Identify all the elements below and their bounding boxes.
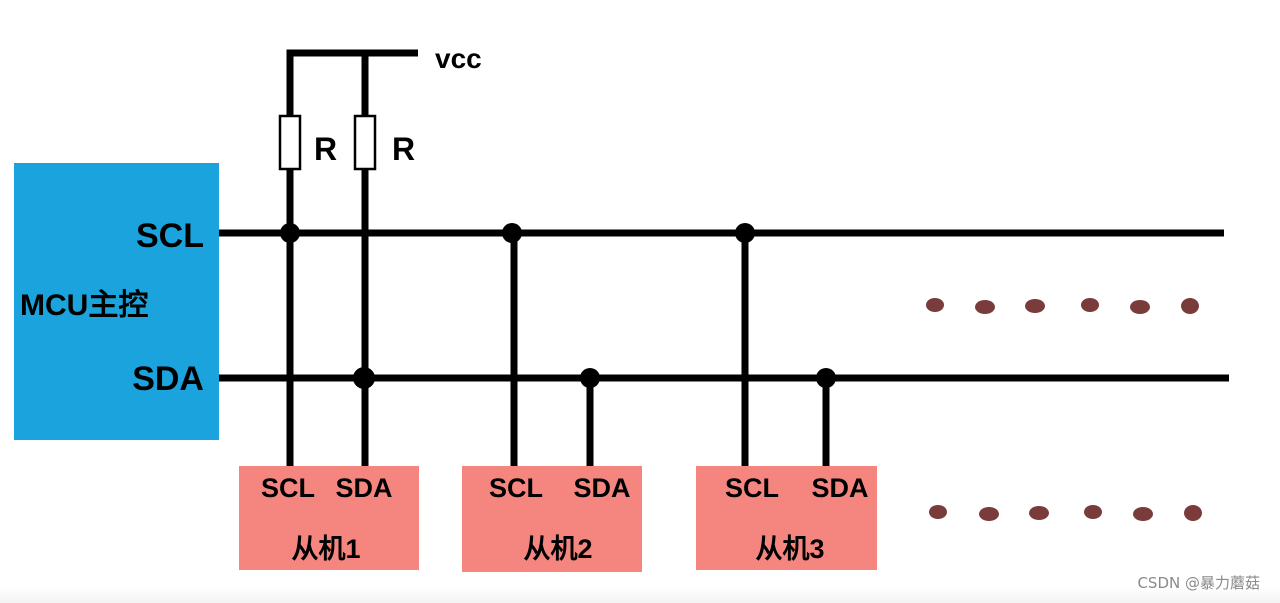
junction-node-sda-3 <box>816 368 836 388</box>
junction-node-scl-2 <box>502 223 522 243</box>
ellipsis-upper <box>926 298 1199 314</box>
slave-2-name: 从机2 <box>523 534 592 564</box>
mcu-block <box>14 163 219 440</box>
slave-2-scl-pin: SCL <box>489 473 543 503</box>
ellipsis-dot <box>1025 299 1045 313</box>
ellipsis-dot <box>1181 298 1199 314</box>
watermark-text: CSDN @暴力蘑菇 <box>1137 574 1260 592</box>
pullup-resistor-scl <box>278 114 302 171</box>
vcc-rail <box>286 49 418 232</box>
resistor-label-sda: R <box>392 131 415 167</box>
junction-node-scl-3 <box>735 223 755 243</box>
mcu-label: MCU主控 <box>20 289 148 322</box>
slave-1-sda-pin: SDA <box>335 473 392 503</box>
slave-1-scl-pin: SCL <box>261 473 315 503</box>
vcc-label: vcc <box>435 43 482 74</box>
slave-1-block <box>239 466 419 570</box>
mcu-scl-label: SCL <box>136 217 204 255</box>
ellipsis-dot <box>1084 505 1102 519</box>
slave-3-sda-pin: SDA <box>811 473 868 503</box>
junction-node-sda-2 <box>580 368 600 388</box>
slave-3-name: 从机3 <box>755 534 824 564</box>
ellipsis-dot <box>929 505 947 519</box>
resistor-label-scl: R <box>314 131 337 167</box>
pullup-resistor-sda <box>353 114 377 171</box>
junction-node-scl-1 <box>280 223 300 243</box>
slave-1-name: 从机1 <box>291 534 360 564</box>
bottom-edge <box>0 587 1280 603</box>
mcu-sda-label: SDA <box>132 360 204 398</box>
ellipsis-dot <box>975 300 995 314</box>
slave-2-block <box>462 466 642 572</box>
ellipsis-dot <box>1081 298 1099 312</box>
ellipsis-dot <box>1184 505 1202 521</box>
ellipsis-dot <box>1130 300 1150 314</box>
ellipsis-dot <box>926 298 944 312</box>
ellipsis-lower <box>929 505 1202 521</box>
ellipsis-dot <box>1133 507 1153 521</box>
slave-3-scl-pin: SCL <box>725 473 779 503</box>
ellipsis-dot <box>979 507 999 521</box>
slave-2-sda-pin: SDA <box>573 473 630 503</box>
junction-node-sda-1 <box>353 367 375 389</box>
slave-3-block <box>696 466 877 570</box>
ellipsis-dot <box>1029 506 1049 520</box>
